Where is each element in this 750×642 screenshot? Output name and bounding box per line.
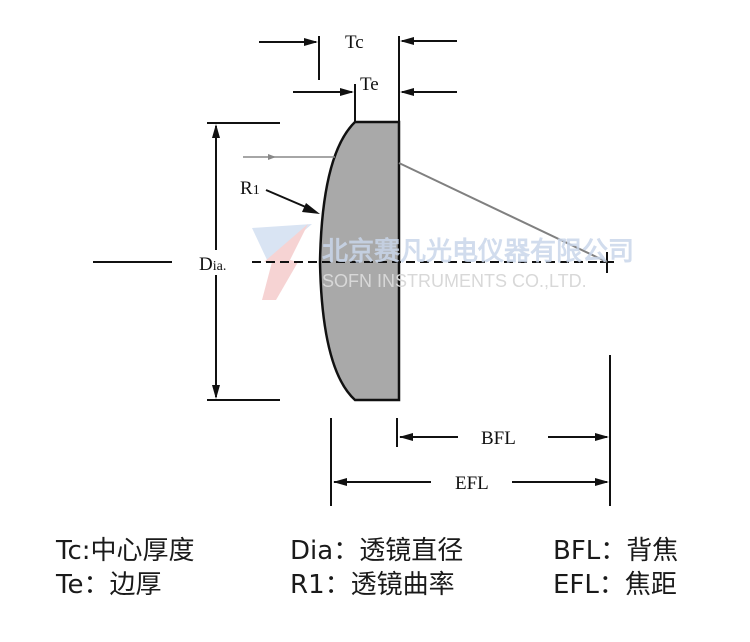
legend-sep: ： <box>83 570 110 600</box>
bfl-dimension: BFL <box>396 355 611 506</box>
legend-key: R1 <box>290 570 325 600</box>
r1-label: R1 <box>240 178 260 199</box>
legend-key: EFL <box>553 570 599 600</box>
bfl-arrow-right <box>595 433 609 441</box>
dia-arrow-top <box>212 124 220 138</box>
legend-key: Te <box>56 570 84 600</box>
legend-desc: 透镜直径 <box>359 536 464 566</box>
dia-label: Dia. <box>199 254 226 275</box>
legend-sep: ： <box>598 570 625 600</box>
watermark-company-en: SOFN INSTRUMENTS CO.,LTD. <box>322 271 587 291</box>
dia-arrow-bottom <box>212 385 220 399</box>
legend-item-tc: Tc:中心厚度 <box>56 534 195 568</box>
bfl-arrow-left <box>399 433 413 441</box>
legend-item-bfl: BFL：背焦 <box>553 534 678 568</box>
efl-dimension: EFL <box>330 418 609 506</box>
te-arrow-left <box>340 88 354 96</box>
legend: Tc:中心厚度 Te：边厚 Dia：透镜直径 R1：透镜曲率 BFL：背焦 EF… <box>0 530 750 610</box>
legend-key: BFL <box>553 536 601 566</box>
legend-key: Tc <box>56 536 82 566</box>
efl-arrow-right <box>595 478 609 486</box>
legend-sep: ： <box>324 570 351 600</box>
te-label: Te <box>360 74 379 95</box>
legend-desc: 边厚 <box>109 570 162 600</box>
legend-item-dia: Dia：透镜直径 <box>290 534 463 568</box>
r1-callout: R1 <box>240 178 320 214</box>
legend-desc: 焦距 <box>624 570 677 600</box>
light-ray <box>243 154 608 263</box>
legend-item-te: Te：边厚 <box>56 568 162 602</box>
legend-sep: ： <box>600 536 627 566</box>
lens-diagram: Tc Te Dia. R1 北京赛凡光电仪器有限公司 <box>93 32 634 506</box>
lens-body <box>318 120 401 402</box>
te-arrow-right <box>400 88 414 96</box>
efl-label: EFL <box>455 473 489 494</box>
legend-sep: : <box>81 536 91 566</box>
legend-item-efl: EFL：焦距 <box>553 568 677 602</box>
tc-dimension: Tc <box>259 32 457 122</box>
legend-item-r1: R1：透镜曲率 <box>290 568 455 602</box>
tc-label: Tc <box>345 32 364 53</box>
watermark-company-cn: 北京赛凡光电仪器有限公司 <box>322 236 634 267</box>
legend-desc: 透镜曲率 <box>350 570 455 600</box>
legend-key: Dia <box>290 536 334 566</box>
dia-dimension: Dia. <box>199 122 280 401</box>
legend-desc: 中心厚度 <box>90 536 195 566</box>
tc-arrow-left <box>304 38 318 46</box>
bfl-label: BFL <box>481 428 516 449</box>
tc-arrow-right <box>400 37 414 45</box>
efl-arrow-left <box>333 478 347 486</box>
legend-desc: 背焦 <box>626 536 679 566</box>
te-dimension: Te <box>293 74 457 122</box>
r1-arrow <box>302 203 320 214</box>
legend-sep: ： <box>333 536 360 566</box>
